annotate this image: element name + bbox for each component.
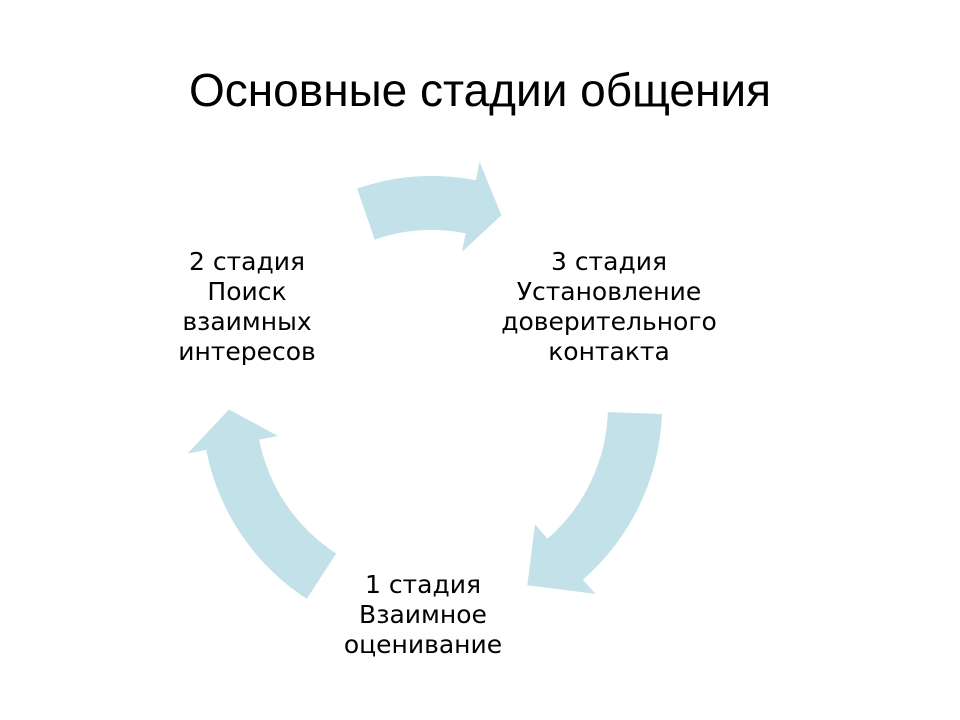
curved-arrow-right-icon [527, 412, 662, 594]
curved-arrow-left-icon [187, 409, 337, 599]
stage-line: Взаимное [359, 600, 487, 629]
stage-line: Поиск [207, 277, 287, 306]
stage-3-label: 3 стадия Установление доверительного кон… [501, 247, 717, 367]
slide-title: Основные стадии общения [188, 64, 772, 116]
stage-line: 2 стадия [188, 247, 306, 276]
stage-line: 3 стадия [550, 247, 668, 276]
stage-line: 1 стадия [364, 570, 482, 599]
curved-arrow-top-icon [357, 161, 502, 252]
stage-2-label: 2 стадия Поиск взаимных интересов [178, 247, 316, 367]
stage-line: Установление [516, 277, 702, 306]
stage-line: интересов [178, 337, 316, 366]
stage-line: доверительного [501, 307, 717, 336]
stage-line: контакта [548, 337, 670, 366]
stage-line: оценивание [343, 630, 503, 659]
stage-line: взаимных [182, 307, 312, 336]
stage-1-label: 1 стадия Взаимное оценивание [344, 570, 502, 660]
